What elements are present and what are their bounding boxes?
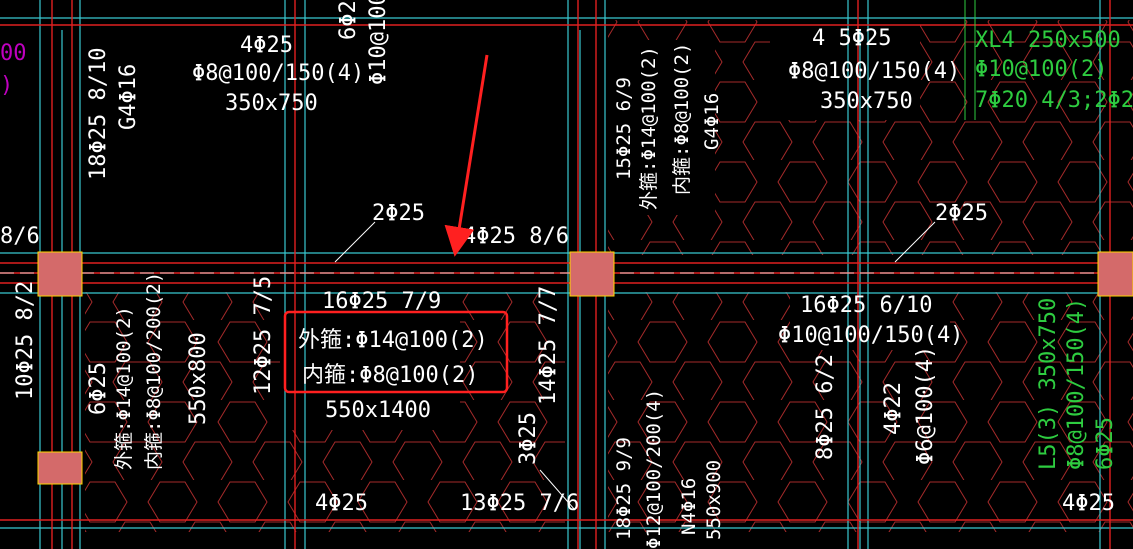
upper-left-annotations: 4Φ25 Φ8@100/150(4) 350x750 18Φ25 8/10 G4… bbox=[0, 0, 569, 249]
label-m2: ) bbox=[0, 73, 13, 98]
lower-right-annotations: 16Φ25 6/10 Φ10@100/150(4) 8Φ25 6/2 4Φ22 … bbox=[613, 293, 1118, 549]
column-3[interactable] bbox=[1097, 251, 1133, 297]
label-c7: 外箍:Φ14@100(2) bbox=[113, 306, 135, 470]
label-c10: 12Φ25 7/5 bbox=[251, 276, 276, 395]
label-g2: Φ10@100(2) bbox=[975, 57, 1107, 82]
column-1[interactable] bbox=[37, 251, 83, 297]
label-a5: G4Φ16 bbox=[116, 64, 141, 130]
label-c12: 3Φ25 bbox=[516, 412, 541, 465]
label-a3: 350x750 bbox=[225, 91, 318, 116]
label-c6: 6Φ25 bbox=[86, 362, 111, 415]
label-d1: 16Φ25 6/10 bbox=[800, 293, 932, 318]
label-c9: 550x800 bbox=[186, 332, 211, 425]
label-c3: 内箍:Φ8@100(2) bbox=[302, 363, 478, 388]
mask-2 bbox=[770, 20, 920, 120]
label-d3: 8Φ25 6/2 bbox=[813, 354, 838, 460]
label-b5: 外箍:Φ14@100(2) bbox=[638, 46, 660, 210]
label-a10: 4Φ25 8/6 bbox=[463, 224, 569, 249]
green-beam-lines bbox=[964, 0, 976, 120]
mask-1 bbox=[605, 40, 715, 215]
label-b1: 4 5Φ25 bbox=[812, 26, 891, 51]
label-g5: Φ8@100/150(4) bbox=[1064, 298, 1089, 470]
highlight-box[interactable] bbox=[283, 310, 509, 394]
label-a7: Φ10@100( bbox=[366, 0, 391, 85]
label-d7: Φ12@100/200(4) bbox=[643, 389, 665, 549]
label-a1: 4Φ25 bbox=[240, 33, 293, 58]
label-g1: XL4 250x500 bbox=[975, 28, 1121, 53]
label-c2: 外箍:Φ14@100(2) bbox=[298, 328, 488, 353]
label-g4: L5(3) 350x750 bbox=[1036, 298, 1061, 470]
label-d9: 550x900 bbox=[703, 460, 725, 540]
label-b2: Φ8@100/150(4) bbox=[788, 59, 960, 84]
label-d6: 18Φ25 9/9 bbox=[613, 437, 635, 540]
label-d8: N4Φ16 bbox=[678, 478, 700, 535]
leader-lines bbox=[334, 221, 936, 511]
label-a8: 8/6 bbox=[0, 224, 40, 249]
label-c8: 内箍:Φ8@100/200(2) bbox=[143, 272, 165, 470]
label-a6: 6Φ2 bbox=[336, 0, 361, 40]
label-d2: Φ10@100/150(4) bbox=[778, 323, 963, 348]
label-d5: Φ6@100(4) bbox=[913, 346, 938, 465]
label-a9: 2Φ25 bbox=[372, 201, 425, 226]
label-b6: 内箍:Φ8@100(2) bbox=[671, 43, 693, 195]
label-b7: G4Φ16 bbox=[701, 93, 723, 150]
label-a4: 18Φ25 8/10 bbox=[86, 48, 111, 180]
label-b8: 2Φ25 bbox=[935, 201, 988, 226]
column-2[interactable] bbox=[569, 251, 615, 297]
mask-3 bbox=[790, 290, 950, 350]
column-4[interactable] bbox=[37, 451, 83, 485]
pointer-arrow bbox=[444, 54, 489, 257]
label-c14: 13Φ25 7/6 bbox=[460, 491, 579, 516]
label-a2: Φ8@100/150(4) bbox=[192, 61, 364, 86]
label-d4: 4Φ22 bbox=[881, 382, 906, 435]
label-g6: 6Φ25 bbox=[1093, 417, 1118, 470]
label-c11: 14Φ25 7/7 bbox=[536, 286, 561, 405]
mask-4 bbox=[280, 290, 460, 430]
label-c13: 4Φ25 bbox=[315, 491, 368, 516]
upper-right-annotations: 4 5Φ25 Φ8@100/150(4) 350x750 15Φ25 6/9 外… bbox=[0, 26, 1133, 226]
label-c1: 16Φ25 7/9 bbox=[322, 289, 441, 314]
label-c5: 10Φ25 8/2 bbox=[13, 281, 38, 400]
label-m1: 00 bbox=[0, 41, 27, 66]
label-g3: 7Φ20 4/3;2Φ25 bbox=[975, 88, 1133, 113]
label-b4: 15Φ25 6/9 bbox=[613, 77, 635, 180]
label-c4: 550x1400 bbox=[325, 398, 431, 423]
label-d10: 4Φ25 bbox=[1062, 491, 1115, 516]
label-b3: 350x750 bbox=[820, 89, 913, 114]
lower-left-annotations: 16Φ25 7/9 外箍:Φ14@100(2) 内箍:Φ8@100(2) 550… bbox=[13, 272, 579, 516]
